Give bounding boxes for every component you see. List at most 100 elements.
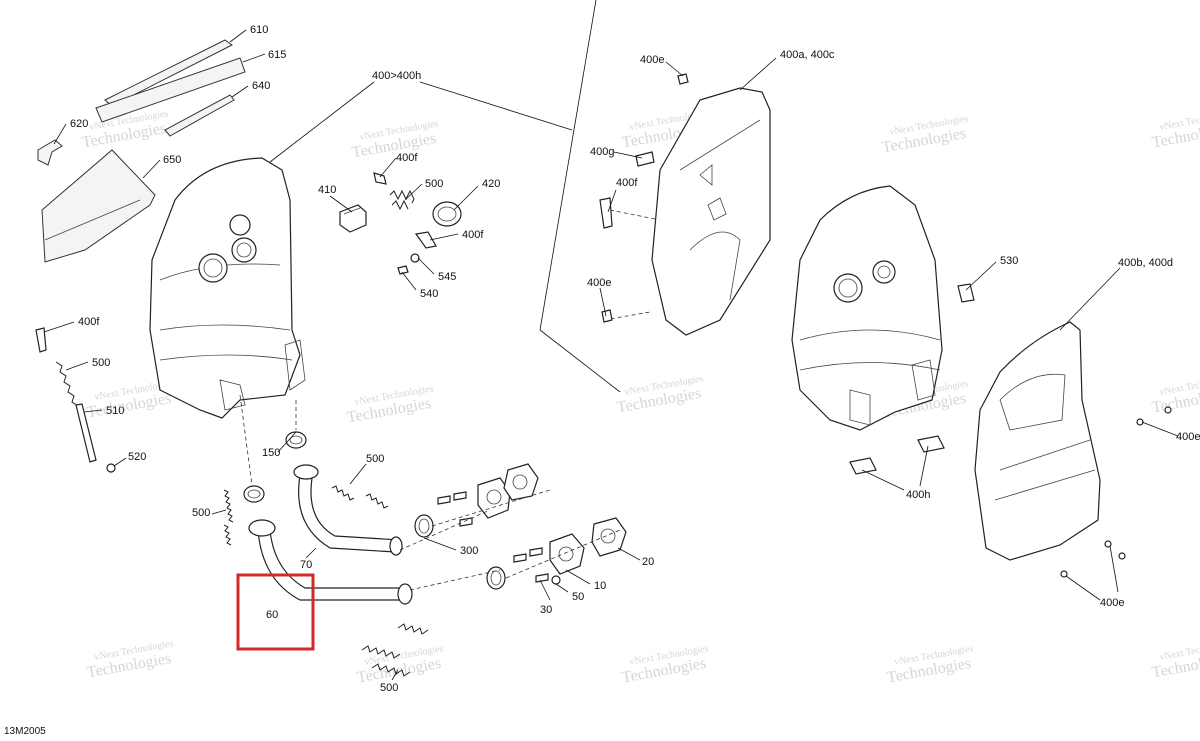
callout-400f: 400f <box>462 229 484 241</box>
watermark: vNext Technologies Technologies <box>356 643 445 686</box>
leader-lines <box>43 29 1179 681</box>
callout-400e: 400e <box>1100 597 1124 609</box>
watermark: vNext Technologies Technologies <box>1151 638 1200 681</box>
watermark: vNext Technologies Technologies <box>621 643 710 686</box>
bracket-400f-left[interactable] <box>35 327 47 353</box>
watermark: vNext Technologies Technologies <box>1151 373 1200 416</box>
seal-150-lower[interactable] <box>243 485 265 503</box>
watermark: vNext Technologies Technologies <box>881 113 970 156</box>
damper-400h-left[interactable] <box>849 457 877 475</box>
callout-615: 615 <box>268 49 286 61</box>
callout-400g: 400g <box>590 146 614 158</box>
callout-150: 150 <box>262 447 280 459</box>
nut-520[interactable] <box>106 463 116 473</box>
callout-400a-400c: 400a, 400c <box>780 49 835 61</box>
clip-400e-mid[interactable] <box>601 309 613 323</box>
flange-10-upper[interactable] <box>477 477 511 519</box>
callout-500: 500 <box>92 357 110 369</box>
muffler-400[interactable] <box>149 157 306 419</box>
gasket-20[interactable] <box>591 517 627 557</box>
callout-500: 500 <box>425 178 443 190</box>
callout-400e: 400e <box>640 54 664 66</box>
callout-30: 30 <box>540 604 552 616</box>
heat-shield-615[interactable] <box>95 57 246 123</box>
callout-510: 510 <box>106 405 124 417</box>
cap-420[interactable] <box>432 201 462 227</box>
callout-530: 530 <box>1000 255 1018 267</box>
stud-bolt-30[interactable] <box>513 547 549 583</box>
exhaust-pipe-60[interactable] <box>248 519 413 605</box>
detail-expansion-lines <box>419 0 621 393</box>
diagram-code: 13M2005 <box>4 726 46 737</box>
clip-620[interactable] <box>37 139 63 166</box>
callout-545: 545 <box>438 271 456 283</box>
callout-500: 500 <box>366 453 384 465</box>
watermark: vNext Technologies Technologies <box>86 638 175 681</box>
muffler-shell-400a-400c[interactable] <box>651 87 771 336</box>
callout-400b-400d: 400b, 400d <box>1118 257 1173 269</box>
clip-400g[interactable] <box>635 151 655 167</box>
flange-10[interactable] <box>549 533 585 575</box>
callout-500: 500 <box>192 507 210 519</box>
callout-400-400h: 400>400h <box>372 70 421 82</box>
callout-410: 410 <box>318 184 336 196</box>
washer-545[interactable] <box>410 253 420 263</box>
gasket-300-lower[interactable] <box>486 566 506 590</box>
springs-500-bottom[interactable] <box>361 623 429 677</box>
bracket-400f-right[interactable] <box>599 197 613 229</box>
spring-500-top[interactable] <box>389 189 415 211</box>
callout-labels: 610 615 640 620 650 400>400h 400f 500 41… <box>70 24 1200 694</box>
callout-610: 610 <box>250 24 268 36</box>
assembly-guide-lines <box>239 209 661 591</box>
muffler-assembly-right[interactable] <box>791 185 943 431</box>
spring-500-lower-left[interactable] <box>223 524 232 546</box>
spring-500-left[interactable] <box>55 361 79 407</box>
screw-540[interactable] <box>397 265 409 275</box>
damper-400h-right[interactable] <box>917 435 945 453</box>
bracket-400f-mid[interactable] <box>414 231 437 249</box>
nut-50[interactable] <box>551 575 561 585</box>
callout-20: 20 <box>642 556 654 568</box>
watermark: vNext Technologies Technologies <box>346 383 435 426</box>
insulation-pad-650[interactable] <box>41 149 156 263</box>
heat-shield-640[interactable] <box>164 94 235 137</box>
callout-50: 50 <box>572 591 584 603</box>
gasket-300-upper[interactable] <box>414 514 434 538</box>
spring-500-mid[interactable] <box>331 485 389 509</box>
spring-500-mid-left[interactable] <box>223 489 234 523</box>
grommet-410[interactable] <box>339 204 367 233</box>
callout-400f: 400f <box>78 316 100 328</box>
callout-400h: 400h <box>906 489 930 501</box>
clip-400e-top[interactable] <box>677 73 689 85</box>
gasket-20-upper[interactable] <box>503 463 539 501</box>
clips-400e-bottom[interactable] <box>1060 540 1126 578</box>
callout-500: 500 <box>380 682 398 694</box>
bracket-530[interactable] <box>957 283 975 303</box>
callout-420: 420 <box>482 178 500 190</box>
callout-520: 520 <box>128 451 146 463</box>
exhaust-pipe-70[interactable] <box>293 464 403 556</box>
callout-400f: 400f <box>396 152 418 164</box>
callout-10: 10 <box>594 580 606 592</box>
callout-540: 540 <box>420 288 438 300</box>
callout-620: 620 <box>70 118 88 130</box>
stud-bolts-upper[interactable] <box>437 491 473 527</box>
bracket-400f-top[interactable] <box>373 172 387 185</box>
callout-650: 650 <box>163 154 181 166</box>
watermark: vNext Technologies Technologies <box>81 108 170 151</box>
rod-510[interactable] <box>75 403 97 463</box>
callout-300: 300 <box>460 545 478 557</box>
callout-640: 640 <box>252 80 270 92</box>
watermark: vNext Technologies Technologies <box>886 643 975 686</box>
muffler-shell-400b-400d[interactable] <box>974 321 1101 561</box>
callout-400e: 400e <box>587 277 611 289</box>
watermark: vNext Technologies Technologies <box>1151 108 1200 151</box>
watermark: vNext Technologies Technologies <box>616 373 705 416</box>
callout-400e: 400e <box>1176 431 1200 443</box>
callout-60: 60 <box>266 609 278 621</box>
callout-400f: 400f <box>616 177 638 189</box>
highlight-box-part-60 <box>236 573 315 651</box>
clips-400e-right[interactable] <box>1136 406 1172 426</box>
callout-70: 70 <box>300 559 312 571</box>
